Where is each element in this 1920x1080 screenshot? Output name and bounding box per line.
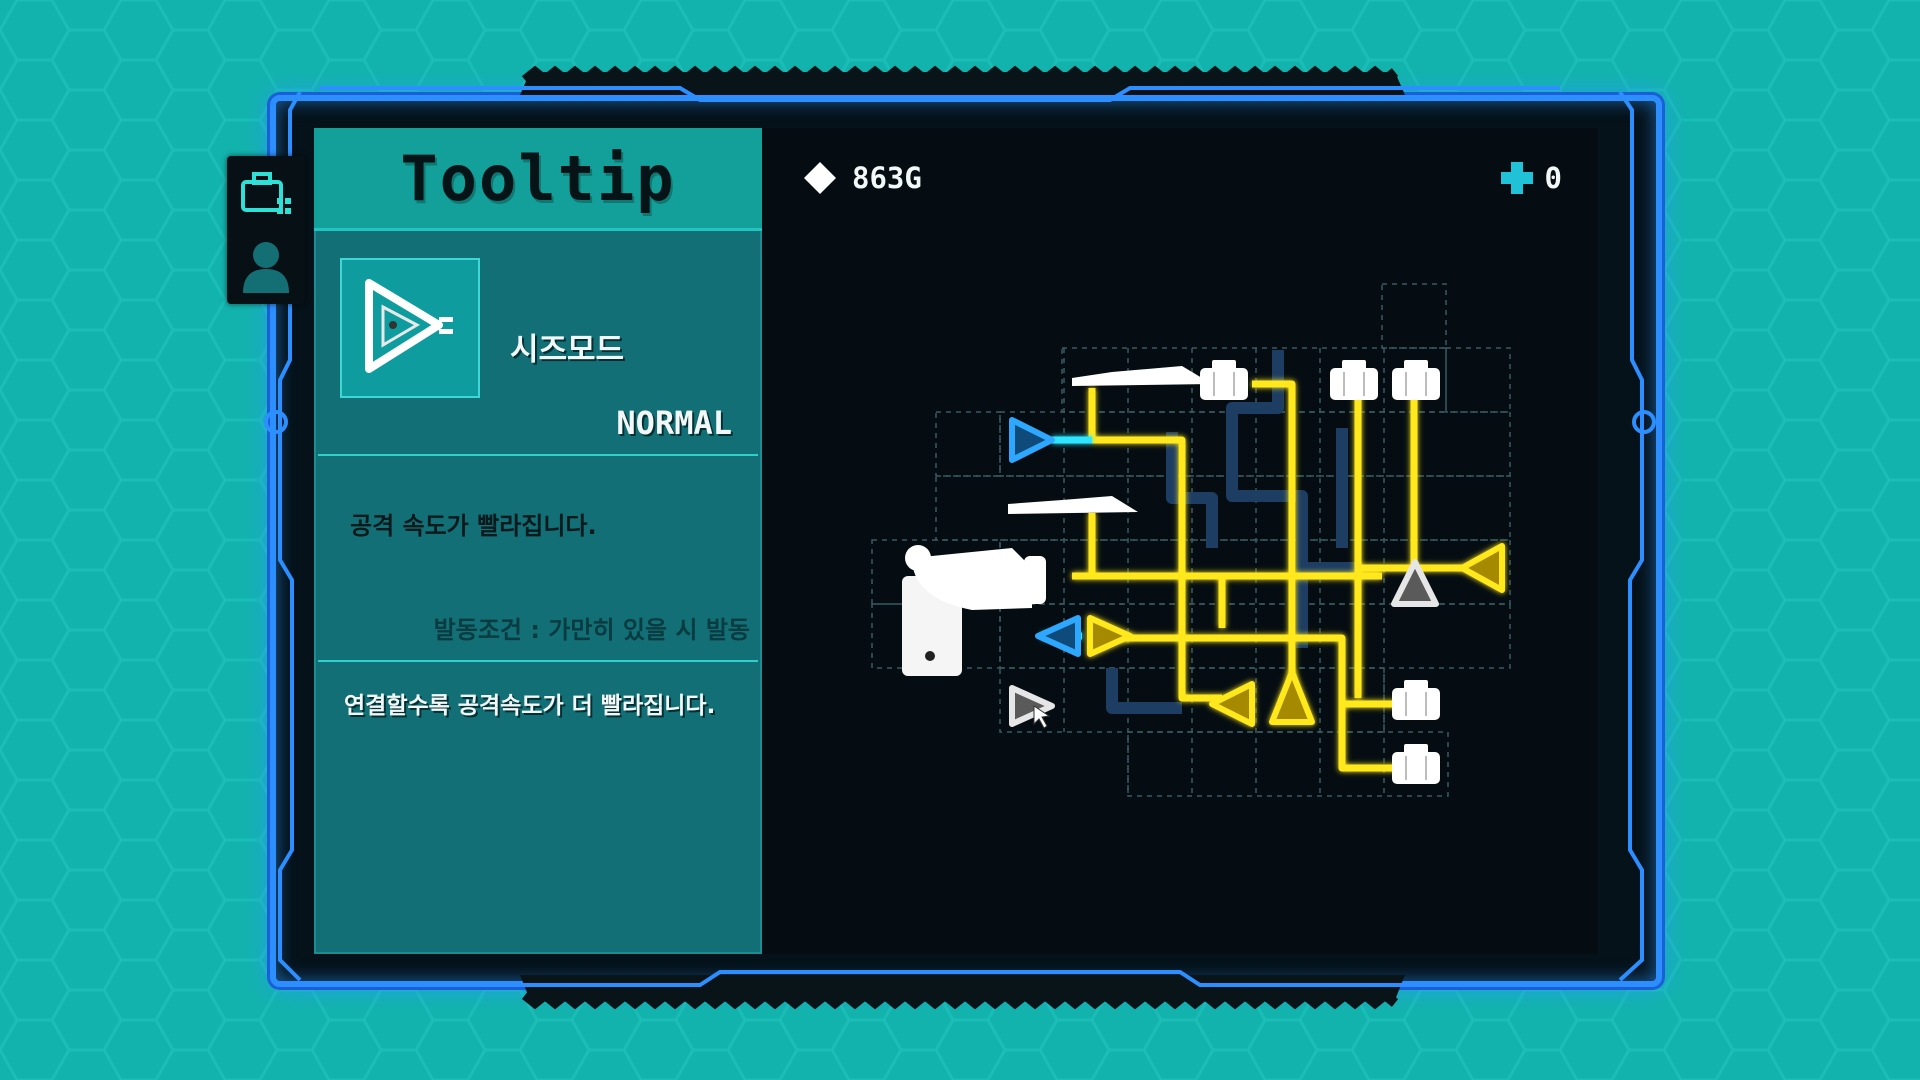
divider bbox=[318, 660, 758, 662]
blue-triangle-node[interactable] bbox=[1009, 417, 1055, 463]
siege-mode-triangle-icon bbox=[365, 279, 453, 373]
plus-counter: 0 bbox=[1499, 160, 1562, 196]
circuit-board-panel: 863G 0 bbox=[762, 128, 1598, 954]
item-description: 공격 속도가 빨라집니다. bbox=[350, 512, 597, 540]
synergy-description: 연결할수록 공격속도가 더 빨라집니다. bbox=[344, 693, 716, 719]
battery-parts bbox=[1200, 360, 1440, 784]
yellow-triangle-node[interactable] bbox=[1459, 543, 1505, 593]
divider bbox=[318, 454, 758, 456]
gun-core bbox=[902, 545, 1046, 676]
mouse-cursor-icon bbox=[1033, 705, 1051, 729]
tab-profile[interactable] bbox=[227, 230, 305, 304]
side-tab-bar bbox=[227, 156, 305, 304]
plus-value: 0 bbox=[1544, 161, 1562, 195]
tooltip-panel: Tooltip 시즈모드 NORMAL 공격 속도가 빨라집니다. 발동조건 :… bbox=[314, 128, 762, 954]
item-name: 시즈모드 bbox=[510, 332, 625, 368]
blue-triangle-node[interactable] bbox=[1035, 615, 1081, 657]
triangle-nodes bbox=[1009, 417, 1505, 727]
tab-inventory[interactable] bbox=[227, 156, 305, 230]
siege-mode-node[interactable] bbox=[1009, 685, 1055, 727]
circuit-grid bbox=[871, 283, 1511, 797]
tooltip-title: Tooltip bbox=[314, 128, 762, 231]
item-rarity: NORMAL bbox=[616, 404, 732, 442]
user-icon bbox=[243, 242, 289, 293]
plus-icon bbox=[1500, 162, 1533, 194]
active-wires bbox=[1072, 380, 1462, 772]
gray-triangle-node[interactable] bbox=[1391, 559, 1439, 607]
blade-parts bbox=[1008, 366, 1212, 514]
briefcase-icon bbox=[241, 172, 291, 214]
item-icon-slot bbox=[340, 258, 480, 398]
activation-condition: 발동조건 : 가만히 있을 시 발동 bbox=[433, 616, 750, 644]
idle-wires bbox=[1106, 350, 1362, 714]
yellow-triangle-node[interactable] bbox=[1209, 681, 1255, 727]
yellow-triangle-node[interactable] bbox=[1269, 669, 1315, 725]
gold-value: 863G bbox=[852, 161, 922, 195]
yellow-triangle-node[interactable] bbox=[1087, 615, 1133, 657]
gold-counter: 863G bbox=[802, 160, 922, 196]
blue-wires bbox=[1042, 436, 1092, 640]
diamond-icon bbox=[804, 162, 836, 194]
